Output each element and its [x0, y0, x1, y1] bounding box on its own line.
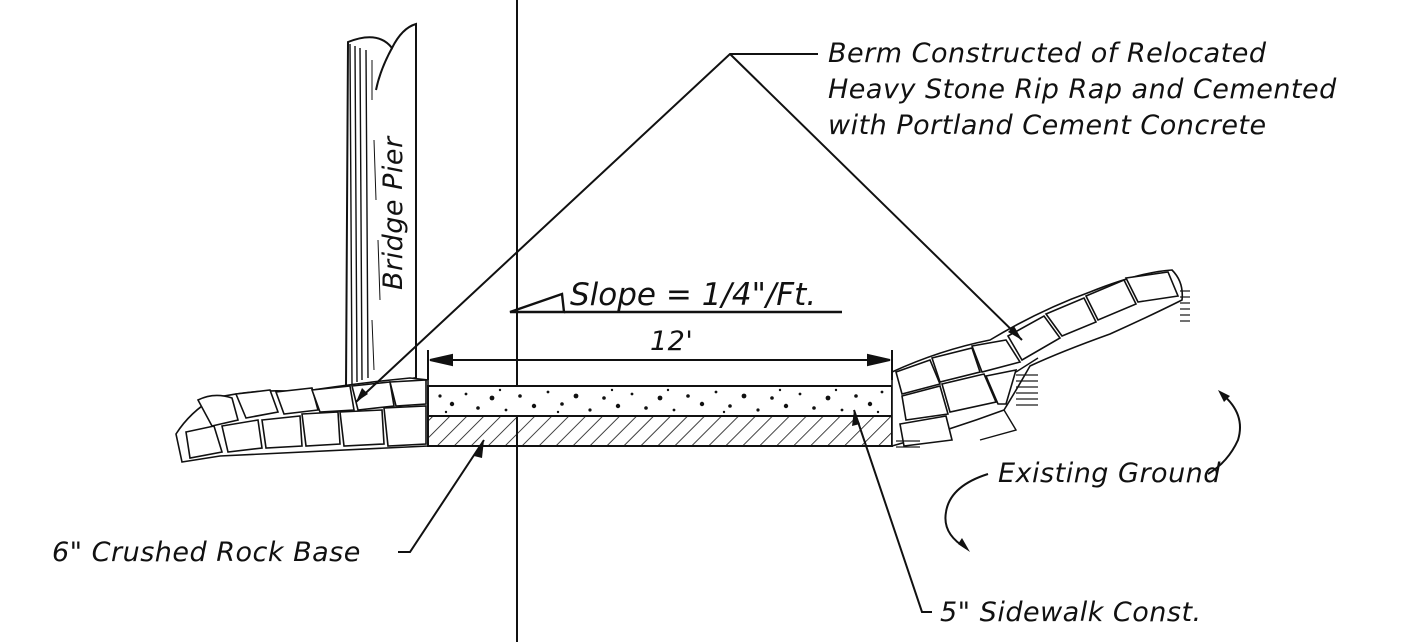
bridge-pier-label: Bridge Pier — [378, 135, 409, 290]
existing-ground-label: Existing Ground — [998, 458, 1221, 489]
crushed-rock-label: 6" Crushed Rock Base — [52, 537, 361, 568]
existing-ground-arrowhead-1 — [958, 538, 970, 552]
berm-label-line2: Heavy Stone Rip Rap and Cemented — [828, 74, 1337, 105]
berm-arrowhead-right — [1008, 326, 1022, 340]
existing-ground-arrowhead-2 — [1218, 390, 1230, 402]
berm-arrowhead-left — [356, 388, 368, 402]
existing-ground-arrows — [944, 393, 1241, 549]
sidewalk-leader — [853, 409, 932, 613]
sidewalk-label: 5" Sidewalk Const. — [940, 597, 1202, 628]
berm-leaders — [355, 53, 1023, 403]
width-dimension — [427, 350, 893, 380]
berm-label-line3: with Portland Cement Concrete — [828, 110, 1267, 141]
crushed-rock-arrowhead — [474, 440, 484, 458]
slope-indicator — [509, 292, 842, 314]
sidewalk-slab — [427, 385, 893, 417]
existing-ground-hatch — [896, 290, 1190, 450]
width-label: 12' — [650, 326, 693, 357]
crushed-rock-leader — [398, 439, 485, 553]
crushed-rock-base — [427, 415, 893, 447]
bridge-pier — [344, 22, 417, 390]
slope-label: Slope = 1/4"/Ft. — [570, 277, 816, 313]
berm-label-line1: Berm Constructed of Relocated — [828, 38, 1267, 69]
left-riprap — [175, 377, 429, 463]
right-riprap — [891, 269, 1184, 448]
sidewalk-arrowhead — [852, 410, 860, 426]
